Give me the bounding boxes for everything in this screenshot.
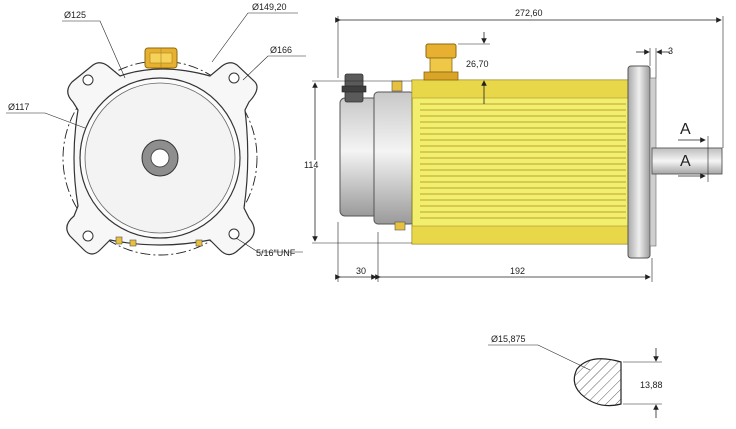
front-bolt-hole-br — [228, 228, 240, 240]
dim-body-height-label: 114 — [304, 160, 318, 170]
dim-terminal-height-label: 26,70 — [466, 59, 489, 69]
shaft-section: Ø15,875 13,88 — [488, 334, 663, 418]
front-bolt-hole-bl — [82, 230, 94, 242]
dim-flat-height-label: 13,88 — [640, 380, 663, 390]
dim-flat-height: 13,88 — [623, 348, 663, 418]
dim-bolt-thread: 5/16"UNF — [235, 237, 303, 258]
side-cooling-fins — [420, 103, 626, 219]
front-bolt-hole-tl — [82, 74, 94, 86]
dim-dia149-label: Ø149,20 — [252, 2, 287, 12]
front-bottom-tab-right — [195, 239, 203, 247]
dim-dia117: Ø117 — [6, 102, 86, 129]
side-front-flange — [627, 65, 651, 259]
dim-dia149: Ø149,20 — [211, 2, 298, 63]
side-body-top-band — [411, 79, 631, 99]
side-cable-gland — [341, 73, 367, 103]
dim-shaft-dia-label: Ø15,875 — [491, 334, 526, 344]
front-bottom-tab-mid — [129, 239, 137, 247]
side-rear-ring — [373, 91, 415, 225]
section-marker-a-top: A — [680, 121, 691, 138]
dim-overall-length: 272,60 — [335, 8, 724, 148]
dim-dia125: Ø125 — [62, 10, 126, 79]
dim-bolt-thread-label: 5/16"UNF — [256, 248, 296, 258]
dim-shaft-dia: Ø15,875 — [488, 334, 591, 371]
front-hub-bore — [150, 148, 170, 168]
side-terminal-top — [423, 43, 459, 81]
dim-overall-length-label: 272,60 — [515, 8, 543, 18]
side-small-bracket-bottom — [394, 221, 406, 231]
side-view: 272,60 3 26,70 114 — [304, 8, 724, 282]
shaft-section-profile — [573, 358, 622, 407]
front-bottom-tab-left — [115, 236, 123, 245]
side-body-bottom-band — [411, 225, 631, 245]
dim-dia125-label: Ø125 — [64, 10, 86, 20]
dim-body-length-label: 192 — [510, 266, 525, 276]
dim-rear-cap-length-label: 30 — [356, 266, 366, 276]
side-shaft — [651, 147, 723, 175]
side-motor-body — [411, 79, 631, 245]
front-terminal-top — [144, 47, 178, 69]
front-view: Ø125 Ø149,20 Ø166 Ø117 5/16"UNF — [6, 2, 306, 258]
dim-dia166: Ø166 — [242, 45, 306, 81]
dim-terminal-height: 26,70 — [458, 32, 490, 104]
dim-dia117-label: Ø117 — [8, 102, 29, 112]
side-small-bracket-top — [391, 80, 403, 92]
front-bolt-hole-tr — [228, 72, 240, 84]
section-marker-a: A A — [678, 121, 709, 182]
dim-flange-thickness-label: 3 — [668, 46, 673, 56]
dim-flange-thickness: 3 — [636, 46, 673, 78]
dim-body-height: 114 — [304, 80, 412, 244]
section-marker-a-bottom: A — [680, 153, 691, 170]
dim-dia166-label: Ø166 — [270, 45, 292, 55]
dim-bottom-lengths: 30 192 — [335, 222, 653, 282]
